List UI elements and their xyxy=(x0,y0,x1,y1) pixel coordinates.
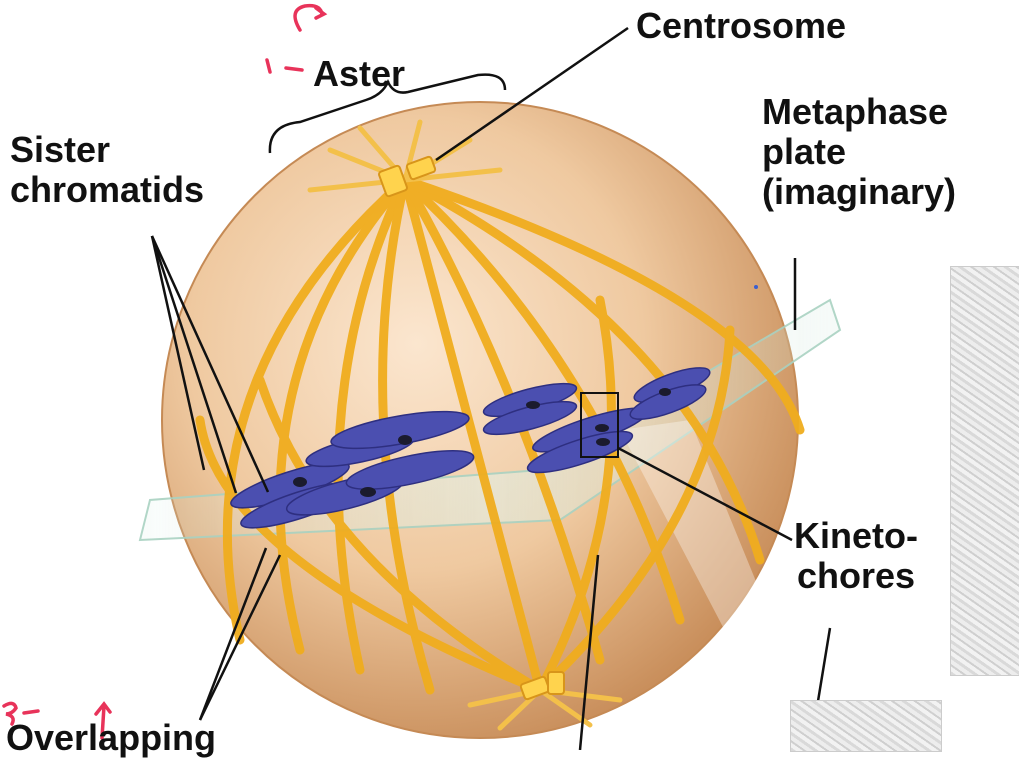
micrograph-fragment-right xyxy=(950,266,1019,676)
label-aster: Aster xyxy=(313,54,405,94)
pen-mark-dash-bottom xyxy=(24,711,38,713)
label-kinetochores: Kineto- chores xyxy=(794,516,918,596)
label-centrosome: Centrosome xyxy=(636,6,846,46)
pen-mark-one xyxy=(267,60,270,72)
pen-curl-arrow xyxy=(295,6,324,30)
label-line: Metaphase xyxy=(762,92,956,132)
label-overlapping: Overlapping xyxy=(6,718,216,758)
label-sister-chromatids: Sister chromatids xyxy=(10,130,204,210)
label-line: plate xyxy=(762,132,956,172)
micrograph-fragment-bottom xyxy=(790,700,942,752)
label-line: Sister xyxy=(10,130,204,170)
pen-dot xyxy=(754,285,758,289)
label-metaphase-plate: Metaphase plate (imaginary) xyxy=(762,92,956,212)
pen-mark-dash-top xyxy=(286,68,302,70)
label-line: (imaginary) xyxy=(762,172,956,212)
label-line: chores xyxy=(794,556,918,596)
label-line: Kineto- xyxy=(794,516,918,556)
label-line: chromatids xyxy=(10,170,204,210)
